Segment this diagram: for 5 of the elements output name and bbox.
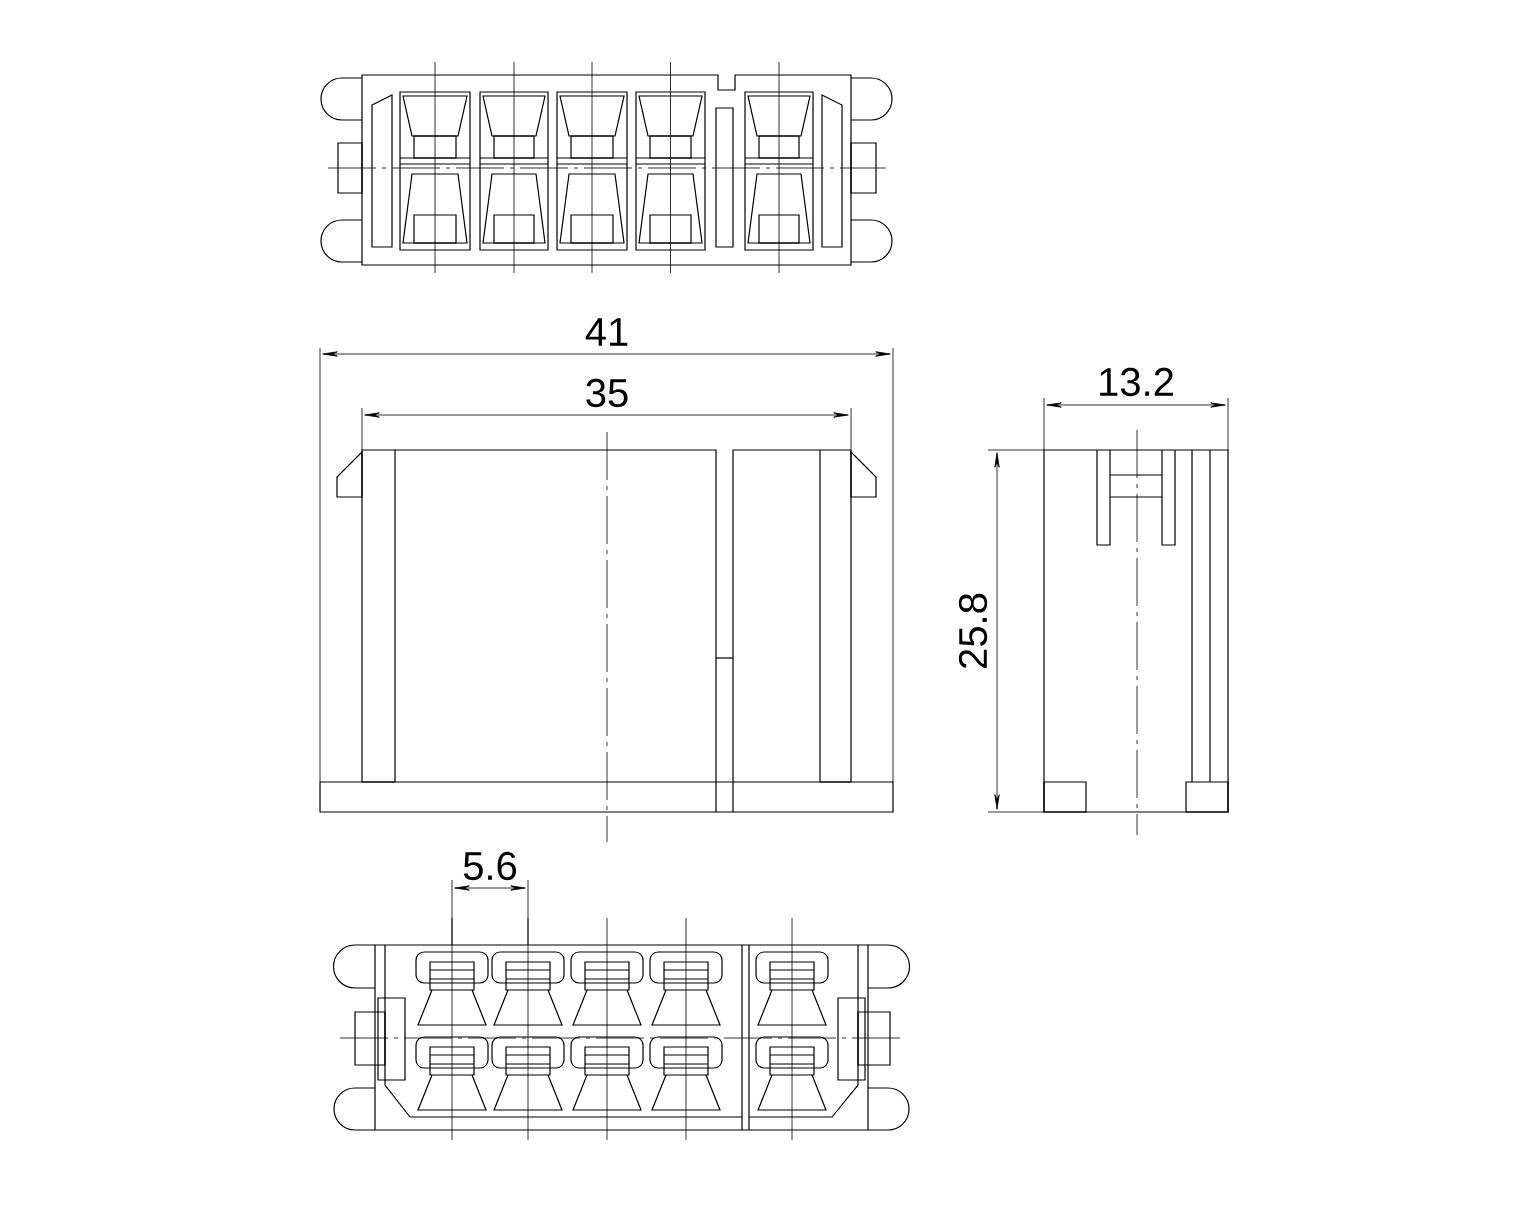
dimension-text: 35 (586, 378, 628, 408)
dimension-text: 13.2 (1100, 367, 1173, 397)
dimension-text: 5.6 (463, 851, 517, 881)
dimension-text: 41 (585, 318, 628, 346)
dimension-text: 25.8 (958, 593, 988, 668)
